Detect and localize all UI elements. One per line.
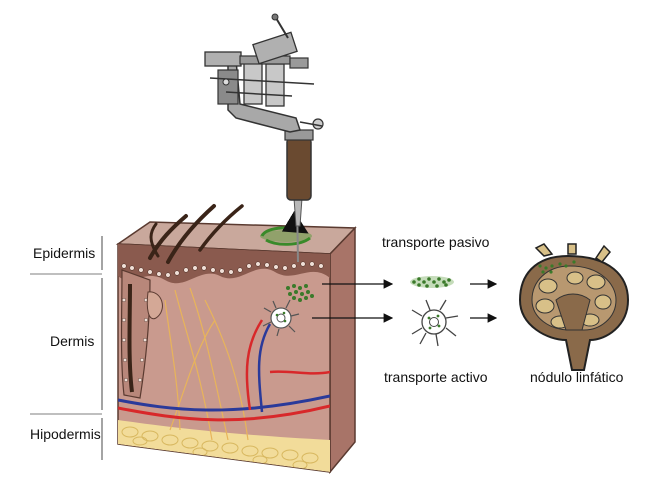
coil-1 [243,61,263,105]
lymph-node-label: nódulo linfático [530,369,624,385]
skin-block [115,204,357,475]
basal-cells [121,261,324,278]
follicle-cells [121,297,149,383]
lymph-node [518,243,630,371]
hair-shafts [148,204,244,264]
active-transport-label: transporte activo [384,369,488,385]
dermis-label: Dermis [50,333,95,349]
needle-motion-marker [260,210,312,246]
afferent-vessels [534,243,612,264]
artery-horizontal [118,404,330,422]
fat-cells [121,426,319,470]
vein-horizontal [118,394,330,412]
transport-arrows [312,279,498,323]
hypodermis-label: Hipodermis [30,426,101,442]
epidermis-label: Epidermis [33,245,96,261]
node-ink [538,260,576,274]
vein-branch [257,323,272,413]
hypodermis-fat [118,420,330,472]
passive-ink-cluster [410,276,454,288]
ink-particles [286,284,314,302]
coil-2 [265,63,285,107]
tattoo-machine-icon [204,13,324,263]
sebaceous-gland [146,291,163,320]
layer-brackets [30,236,103,460]
machine-grip [286,137,312,201]
macrophage-active [411,299,459,347]
artery-right [269,370,330,375]
skin-right-face [329,226,356,475]
passive-transport-label: transporte pasivo [382,234,490,250]
hair-root [127,283,134,393]
macrophage-in-skin [262,299,300,337]
artery-branch [245,319,264,411]
